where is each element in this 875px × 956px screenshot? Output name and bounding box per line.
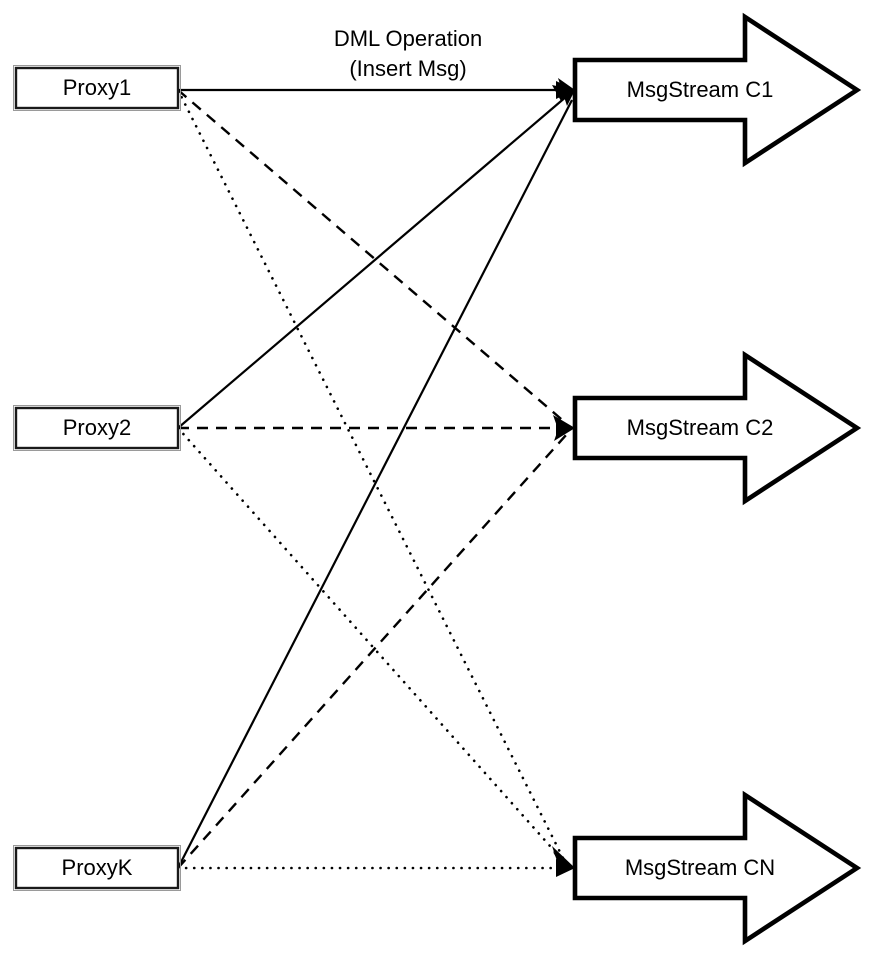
arrowhead-proxyk-c2 [554,424,575,441]
proxy1-box [14,66,180,110]
stream-arrow-shape-cn [572,790,862,946]
proxy-node-proxy2[interactable]: Proxy2 [13,405,181,451]
arrowhead-proxyk-c1 [558,78,575,106]
link-proxyk-c1[interactable] [177,99,573,869]
edge-caption-line2: (Insert Msg) [349,56,466,81]
edge-caption: DML Operation (Insert Msg) [334,26,482,81]
link-group [176,88,573,870]
proxy2-label: Proxy2 [63,415,131,440]
proxy1-box-outline [13,65,181,111]
stream-arrow-shape-c2 [572,350,862,506]
proxyk-box-outline [13,845,181,891]
stream-label-cn: MsgStream CN [625,855,775,880]
arrowhead-proxy2-cn [553,852,575,868]
link-proxy1-c2[interactable] [177,89,568,425]
stream-node-c1[interactable]: MsgStream C1 [572,12,862,168]
proxy1-label: Proxy1 [63,75,131,100]
arrowhead-group [552,78,575,877]
link-proxyk-c2[interactable] [177,433,568,869]
link-proxy2-cn[interactable] [176,426,568,866]
link-proxy2-c1[interactable] [177,95,568,429]
proxy2-box-outline [13,405,181,451]
stream-label-c1: MsgStream C1 [627,77,774,102]
arrowhead-proxyk-cn [556,859,575,877]
stream-node-c2[interactable]: MsgStream C2 [572,350,862,506]
proxyk-label: ProxyK [62,855,133,880]
proxy2-box [14,406,180,450]
proxy-node-proxyk[interactable]: ProxyK [13,845,181,891]
stream-node-cn[interactable]: MsgStream CN [572,790,862,946]
stream-label-c2: MsgStream C2 [627,415,774,440]
stream-arrow-shape-c1 [572,12,862,168]
proxyk-box [14,846,180,890]
proxy-node-proxy1[interactable]: Proxy1 [13,65,181,111]
edge-caption-line1: DML Operation [334,26,482,51]
link-proxy1-cn[interactable] [176,88,567,864]
